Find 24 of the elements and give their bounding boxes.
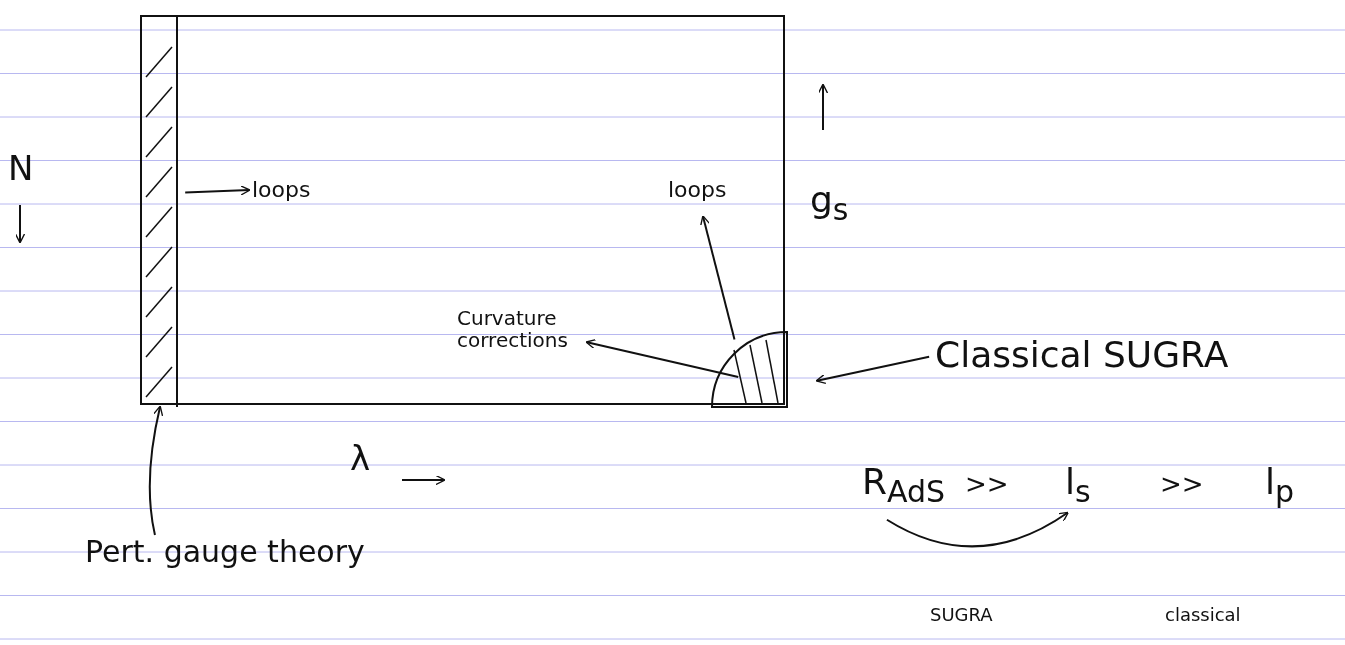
arrow <box>885 511 1069 548</box>
arrow <box>148 405 164 536</box>
annotation-text: loops <box>252 178 311 203</box>
annotation-text: loops <box>668 178 727 203</box>
parameter-space-rectangle <box>140 15 785 405</box>
hatched-strip <box>142 17 178 407</box>
regime-label: classical <box>1165 605 1241 625</box>
regime-label: SUGRA <box>930 605 993 625</box>
arrow <box>585 338 740 378</box>
annotation-text: Classical SUGRA <box>935 335 1229 375</box>
parameter-symbol: N <box>8 150 34 188</box>
hatched-corner-region <box>712 332 787 407</box>
annotation-text: Pert. gauge theory <box>85 535 365 568</box>
math-symbol: R$_{AdS}$ <box>862 462 946 509</box>
math-symbol: l$_{s}$ <box>1065 462 1091 509</box>
arrow <box>184 185 251 196</box>
relation-symbol: >> <box>965 470 1009 499</box>
parameter-symbol: g$_{s}$ <box>810 180 849 227</box>
arrow <box>815 355 931 385</box>
math-symbol: l$_{p}$ <box>1265 462 1295 509</box>
parameter-symbol: λ <box>350 440 371 478</box>
annotation-text: Curvature corrections <box>457 307 587 351</box>
arrow <box>700 215 736 341</box>
relation-symbol: >> <box>1160 470 1204 499</box>
